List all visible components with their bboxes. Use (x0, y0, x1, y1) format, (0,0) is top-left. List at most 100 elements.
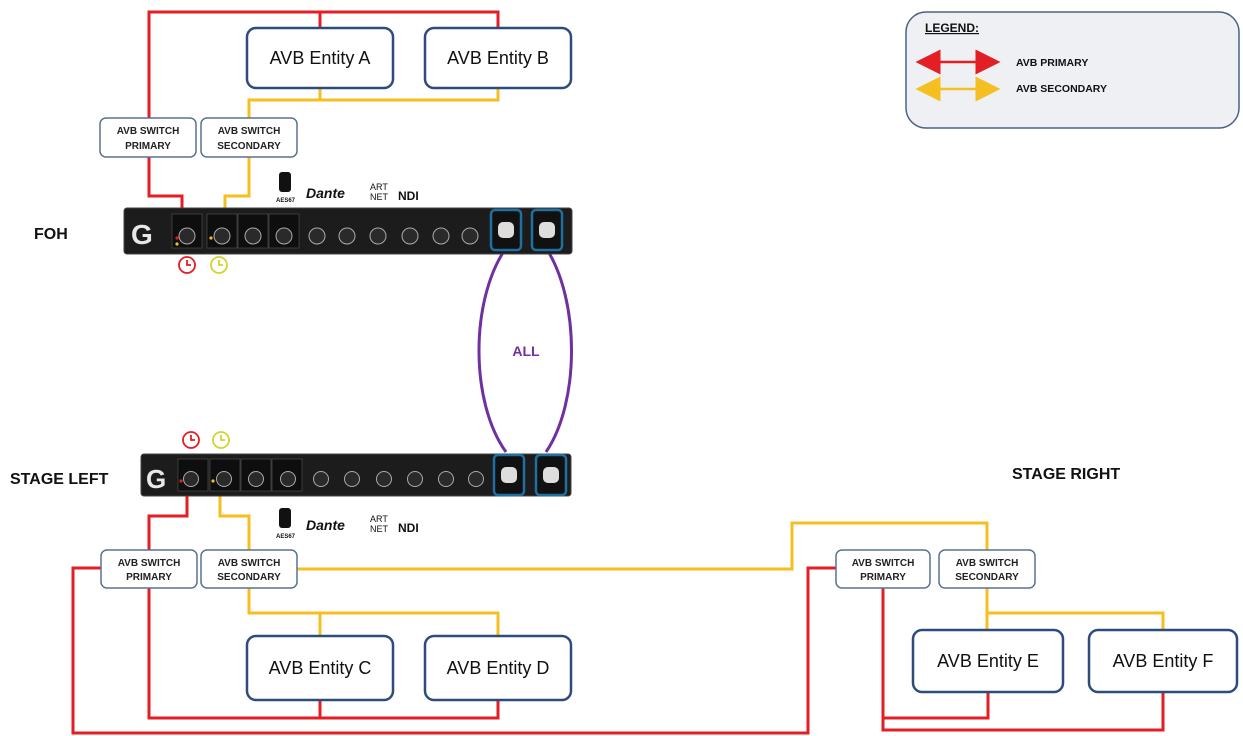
entity-d: AVB Entity D (423, 634, 573, 702)
sl-artnet-logo-line1: ART (370, 514, 388, 524)
sl-dante-logo: Dante (306, 517, 345, 533)
primary-cable-sl-switch-to-entities (147, 588, 500, 720)
sl-switch-secondary: AVB SWITCH SECONDARY (200, 549, 298, 589)
sl-port-icon (407, 471, 423, 487)
sl-switch-primary-box (100, 549, 198, 589)
sr-switch-secondary-box (938, 549, 1036, 589)
aes67-shield-icon (279, 172, 291, 192)
foh-protocol-logos: AES67 Dante ART NET NDI (276, 172, 419, 204)
all-link-label: ALL (512, 343, 540, 359)
foh-switch-secondary-box (200, 117, 298, 158)
entity-f: AVB Entity F (1087, 628, 1239, 694)
sl-led-icon (211, 479, 215, 483)
entity-f-box (1087, 628, 1239, 694)
secondary-cables (218, 88, 1165, 636)
foh-switch-primary: AVB SWITCH PRIMARY (99, 117, 197, 158)
foh-fiber-port-1-inner (498, 222, 514, 238)
sl-artnet-logo-line2: NET (370, 524, 389, 534)
foh-switch-secondary: AVB SWITCH SECONDARY (200, 117, 298, 158)
sl-port-icon (468, 471, 484, 487)
foh-artnet-logo-line2: NET (370, 192, 389, 202)
foh-clock-primary-icon (178, 256, 196, 274)
secondary-cable-sl-device-to-switch (218, 490, 251, 550)
sl-ndi-logo: NDI (398, 521, 419, 535)
foh-port-icon (369, 227, 387, 245)
sr-switch-primary: AVB SWITCH PRIMARY (835, 549, 931, 589)
foh-port-icon (244, 227, 262, 245)
entity-b: AVB Entity B (423, 26, 573, 90)
sr-switch-primary-box (835, 549, 931, 589)
sr-switch-secondary-line1: AVB SWITCH (956, 558, 1019, 569)
foh-clock-secondary-icon (210, 256, 228, 274)
sr-switch-primary-line1: AVB SWITCH (852, 558, 915, 569)
foh-fiber-port-2-inner (539, 222, 555, 238)
primary-cable-foh-top (147, 10, 500, 118)
foh-port-icon (432, 227, 450, 245)
entity-e-label: AVB Entity E (937, 651, 1039, 671)
sl-port-icon (248, 471, 264, 487)
foh-port-icon (401, 227, 419, 245)
all-link-right-arc (544, 247, 573, 453)
sl-device-logo-icon: G (146, 464, 166, 494)
foh-switch-primary-line1: AVB SWITCH (117, 126, 180, 137)
foh-led-icon (175, 242, 179, 246)
legend: LEGEND: AVB PRIMARY AVB SECONDARY (905, 11, 1240, 129)
secondary-cable-sr-switch-to-entities (985, 588, 1165, 630)
sl-switch-primary: AVB SWITCH PRIMARY (100, 549, 198, 589)
sl-switch-primary-line2: PRIMARY (126, 572, 172, 583)
sl-port-icon (344, 471, 360, 487)
foh-led-icon (175, 236, 179, 240)
entity-c: AVB Entity C (245, 634, 395, 702)
foh-artnet-logo-line1: ART (370, 182, 388, 192)
sr-switch-secondary: AVB SWITCH SECONDARY (938, 549, 1036, 589)
foh-led-icon (209, 236, 213, 240)
entity-d-label: AVB Entity D (447, 658, 550, 678)
sl-port-icon (438, 471, 454, 487)
primary-cable-entity-e-down (883, 692, 990, 720)
primary-cable-sr-switch-to-entities (881, 588, 1165, 732)
foh-switch-primary-box (99, 117, 197, 158)
foh-port-icon (308, 227, 326, 245)
entity-c-box (245, 634, 395, 702)
entity-a-label: AVB Entity A (270, 48, 371, 68)
sl-switch-primary-line1: AVB SWITCH (118, 558, 181, 569)
sl-clock-primary-icon (182, 431, 200, 449)
entity-a: AVB Entity A (245, 26, 395, 90)
sl-port-icon (313, 471, 329, 487)
foh-port-icon (178, 227, 196, 245)
foh-port-icon (338, 227, 356, 245)
location-stage-right: STAGE RIGHT (1012, 466, 1120, 483)
entity-e-box (911, 628, 1065, 694)
sl-aes67-logo: AES67 (276, 534, 296, 540)
sl-led-icon (179, 479, 183, 483)
foh-switch-secondary-line2: SECONDARY (217, 141, 281, 152)
entity-f-label: AVB Entity F (1113, 651, 1214, 671)
aes67-shield-icon (279, 508, 291, 528)
foh-device: G (123, 207, 573, 255)
primary-cable-sl-device-to-switch (147, 490, 189, 550)
primary-cable-long-run (71, 566, 836, 735)
all-link-left-arc (477, 247, 508, 453)
foh-device-logo-icon: G (131, 219, 153, 250)
sl-protocol-logos: AES67 Dante ART NET NDI (276, 508, 419, 540)
sr-switch-secondary-line2: SECONDARY (955, 572, 1019, 583)
location-stage-left: STAGE LEFT (10, 471, 109, 488)
sl-port-icon (216, 471, 232, 487)
legend-title: LEGEND: (925, 21, 979, 35)
foh-aes67-logo: AES67 (276, 198, 296, 204)
secondary-cable-foh-entities (247, 88, 500, 118)
sl-clock-secondary-icon (212, 431, 230, 449)
sl-port-icon (183, 471, 199, 487)
legend-primary-label: AVB PRIMARY (1016, 57, 1088, 69)
entity-c-label: AVB Entity C (269, 658, 372, 678)
sl-switch-secondary-line1: AVB SWITCH (218, 558, 281, 569)
entity-b-label: AVB Entity B (447, 48, 549, 68)
secondary-cable-sl-switch-to-entities (247, 588, 500, 636)
sl-switch-secondary-box (200, 549, 298, 589)
sr-switch-primary-line2: PRIMARY (860, 572, 906, 583)
foh-ndi-logo: NDI (398, 189, 419, 203)
foh-switch-primary-line2: PRIMARY (125, 141, 171, 152)
sl-port-icon (280, 471, 296, 487)
entity-e: AVB Entity E (911, 628, 1065, 694)
